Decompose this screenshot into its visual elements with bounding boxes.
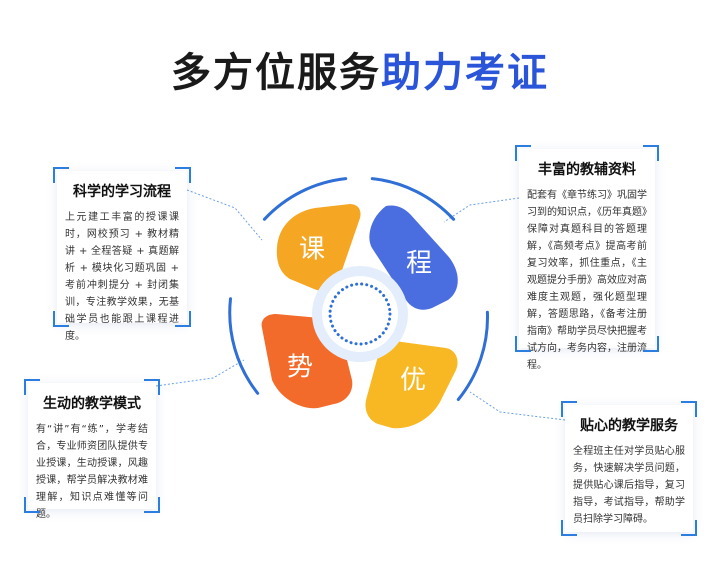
card-body: 全程班主任对学员贴心服务，快速解决学员问题，提供贴心课后指导，复习指导，考试指导… bbox=[573, 446, 685, 525]
corner-bracket bbox=[144, 379, 160, 395]
petal-ke bbox=[276, 204, 361, 291]
corner-bracket bbox=[643, 145, 659, 161]
connector-line-teaching-mode bbox=[155, 359, 245, 387]
card-service: 贴心的教学服务 全程班主任对学员贴心服务，快速解决学员问题，提供贴心课后指导，复… bbox=[561, 401, 697, 536]
corner-bracket bbox=[175, 311, 191, 327]
petal-cheng bbox=[369, 205, 458, 310]
petal-label-cheng: 程 bbox=[406, 249, 432, 279]
corner-bracket bbox=[561, 520, 577, 536]
card-heading: 生动的教学模式 bbox=[43, 396, 141, 412]
card-heading: 科学的学习流程 bbox=[73, 184, 171, 200]
corner-bracket bbox=[681, 401, 697, 417]
petal-you bbox=[365, 341, 458, 429]
title-part1: 多方位服务 bbox=[171, 50, 381, 96]
card-study-flow: 科学的学习流程 上元建工丰富的授课课时，网校预习 + 教材精讲 + 全程答疑 +… bbox=[53, 167, 191, 342]
corner-bracket bbox=[53, 167, 69, 183]
page-title: 多方位服务助力考证 bbox=[0, 40, 720, 98]
corner-bracket bbox=[53, 311, 69, 327]
connector-line-materials bbox=[443, 197, 520, 223]
card-body: 有“讲”有“练”，学考结合，专业师资团队提供专业授课，生动授课，风趣授课，帮学员… bbox=[36, 424, 148, 520]
card-materials: 丰富的教辅资料 配套有《章节练习》巩固学习到的知识点，《历年真题》保障对真题科目… bbox=[515, 145, 659, 371]
card-body: 上元建工丰富的授课课时，网校预习 + 教材精讲 + 全程答疑 + 真题解析 + … bbox=[65, 212, 179, 342]
title-part2: 助力考证 bbox=[381, 50, 549, 96]
petal-label-shi: 势 bbox=[287, 353, 313, 383]
connector-line-service bbox=[469, 391, 566, 421]
corner-bracket bbox=[515, 145, 531, 161]
petal-label-ke: 课 bbox=[299, 235, 325, 265]
petal-label-you: 优 bbox=[400, 366, 426, 396]
corner-bracket bbox=[643, 336, 659, 352]
card-heading: 贴心的教学服务 bbox=[580, 418, 678, 434]
center-inner-circle bbox=[322, 276, 398, 352]
corner-bracket bbox=[175, 167, 191, 183]
outer-ring bbox=[228, 177, 489, 401]
corner-bracket bbox=[24, 379, 40, 395]
corner-bracket bbox=[681, 520, 697, 536]
connector-line-study-flow bbox=[186, 189, 263, 241]
center-dotted-ring bbox=[328, 282, 392, 346]
card-teaching-mode: 生动的教学模式 有“讲”有“练”，学考结合，专业师资团队提供专业授课，生动授课，… bbox=[24, 379, 160, 520]
card-body: 配套有《章节练习》巩固学习到的知识点，《历年真题》保障对真题科目的答题理解，《高… bbox=[527, 190, 647, 371]
corner-bracket bbox=[561, 401, 577, 417]
card-heading: 丰富的教辅资料 bbox=[538, 162, 636, 178]
corner-bracket bbox=[515, 336, 531, 352]
corner-bracket bbox=[144, 497, 160, 513]
corner-bracket bbox=[24, 497, 40, 513]
